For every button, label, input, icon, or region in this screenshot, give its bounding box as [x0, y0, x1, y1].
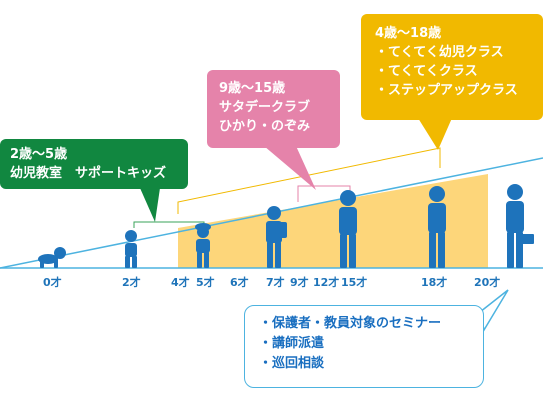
age-range-fill — [178, 174, 488, 268]
bubble-line: 9歳〜15歳 — [219, 81, 286, 96]
figure-group — [38, 184, 534, 268]
adult-figure-icon — [428, 186, 446, 268]
pink-bubble-tail — [264, 146, 316, 190]
yellow-bubble-tail — [418, 118, 452, 150]
bubble-line: ・巡回相談 — [259, 356, 325, 371]
schoolchild-figure-icon — [266, 206, 287, 268]
age-label: 15才 — [341, 276, 368, 289]
bubble-line: 4歳〜18歳 — [375, 26, 442, 41]
kids-support-bubble: 2歳〜5歳 幼児教室 サポートキッズ — [0, 139, 188, 189]
bubble-line: ひかり・のぞみ — [219, 119, 311, 134]
seminar-bubble: ・保護者・教員対象のセミナー ・講師派遣 ・巡回相談 — [244, 305, 484, 388]
green-bubble-tail — [140, 188, 160, 222]
saturday-club-bubble: 9歳〜15歳 サタデークラブ ひかり・のぞみ — [207, 70, 340, 148]
bubble-line: ・ステップアップクラス — [375, 83, 518, 98]
bubble-line: 2歳〜5歳 — [10, 147, 68, 162]
age-label: 12才 — [313, 276, 340, 289]
age-label: 4才 — [171, 276, 190, 289]
bubble-line: 幼児教室 サポートキッズ — [10, 166, 167, 181]
age-label: 0才 — [43, 276, 62, 289]
bubble-line: サタデークラブ — [219, 100, 311, 115]
child-hat-figure-icon — [195, 223, 211, 268]
age-label: 20才 — [474, 276, 501, 289]
age-label: 9才 — [290, 276, 309, 289]
toddler-figure-icon — [125, 230, 137, 268]
pink-bracket — [297, 185, 351, 202]
bubble-line: ・保護者・教員対象のセミナー — [259, 316, 442, 331]
age-label: 7才 — [266, 276, 285, 289]
age-label: 5才 — [196, 276, 215, 289]
bubble-line: ・てくてくクラス — [375, 64, 478, 79]
blue-bubble-tail — [479, 289, 509, 332]
tekuteku-bubble: 4歳〜18歳 ・てくてく幼児クラス ・てくてくクラス ・ステップアップクラス — [361, 14, 543, 120]
age-label: 18才 — [421, 276, 448, 289]
adult-briefcase-figure-icon — [506, 184, 534, 268]
age-label: 6才 — [230, 276, 249, 289]
bubble-line: ・講師派遣 — [259, 336, 325, 351]
bubble-line: ・てくてく幼児クラス — [375, 45, 504, 60]
baby-figure-icon — [38, 247, 66, 268]
teen-figure-icon — [339, 190, 357, 268]
age-label: 2才 — [122, 276, 141, 289]
